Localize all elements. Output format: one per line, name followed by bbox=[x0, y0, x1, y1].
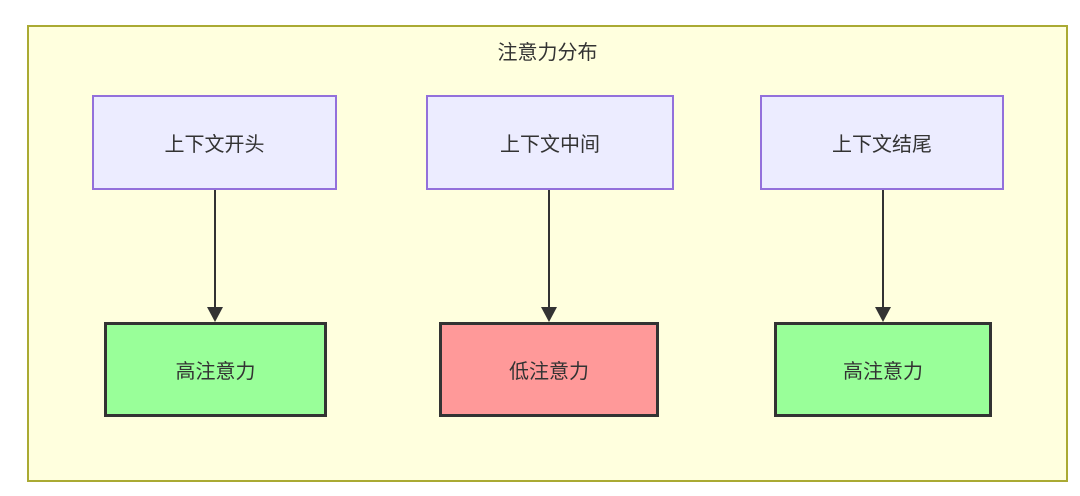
node-attention-low-label: 低注意力 bbox=[509, 361, 589, 383]
arrow-middle-to-low bbox=[541, 190, 557, 322]
node-attention-high-2-label: 高注意力 bbox=[843, 361, 923, 383]
cluster-title: 注意力分布 bbox=[497, 42, 598, 64]
node-context-end: 上下文结尾 bbox=[760, 95, 1004, 190]
node-context-end-label: 上下文结尾 bbox=[832, 134, 932, 156]
node-context-start-label: 上下文开头 bbox=[164, 134, 265, 156]
node-attention-high-1: 高注意力 bbox=[104, 322, 327, 417]
node-attention-high-2: 高注意力 bbox=[774, 322, 992, 417]
node-context-middle-label: 上下文中间 bbox=[500, 134, 600, 156]
node-context-start: 上下文开头 bbox=[92, 95, 337, 190]
node-context-middle: 上下文中间 bbox=[426, 95, 674, 190]
arrow-end-to-high bbox=[875, 190, 891, 322]
arrow-start-to-high bbox=[207, 190, 223, 322]
node-attention-low: 低注意力 bbox=[439, 322, 659, 417]
attention-distribution-cluster: 注意力分布 上下文开头 上下文中间 上下文结尾 高注意力 bbox=[27, 25, 1068, 482]
node-attention-high-1-label: 高注意力 bbox=[175, 361, 256, 383]
